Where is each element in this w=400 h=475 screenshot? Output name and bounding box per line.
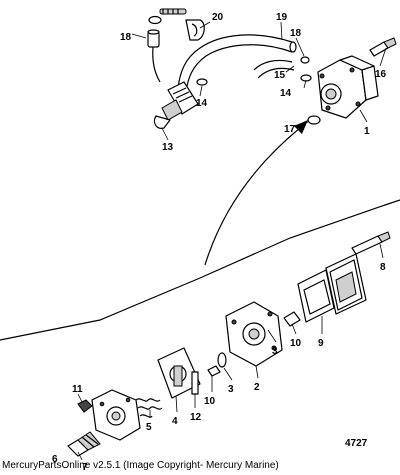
callout-5: 5 [146, 422, 152, 433]
callout-3-upper: 3 [272, 346, 278, 357]
callout-7: 7 [82, 462, 88, 473]
callout-10-lower: 10 [204, 396, 216, 407]
callout-17: 17 [284, 124, 296, 135]
callout-20: 20 [212, 12, 224, 23]
screw-10-upper [283, 311, 301, 327]
assembly-arrow [204, 120, 308, 266]
fitting-18-right [300, 56, 310, 64]
callout-11: 11 [72, 384, 83, 395]
gasket-9 [297, 269, 335, 323]
callout-15: 15 [274, 70, 286, 81]
fuel-hose [177, 34, 297, 93]
screw-10-lower [207, 365, 221, 377]
clamp-ring-14-left [196, 78, 208, 86]
screw-8 [351, 231, 391, 255]
screw-16 [369, 37, 397, 57]
pump-body-2 [225, 301, 283, 367]
fuel-filter-13 [153, 81, 199, 129]
callout-6: 6 [52, 454, 58, 465]
callout-4: 4 [172, 416, 178, 427]
callouts: 18 20 19 18 16 15 14 14 1 17 13 8 9 10 3… [52, 12, 387, 473]
callout-1: 1 [364, 126, 370, 137]
callout-16: 16 [375, 69, 387, 80]
figure-number: 4727 [345, 438, 368, 449]
nut-11 [77, 399, 93, 413]
callout-9: 9 [318, 338, 324, 349]
callout-12: 12 [190, 412, 202, 423]
diaphragm-plate-4 [157, 347, 201, 399]
fuel-pump-1 [317, 55, 379, 119]
callout-2: 2 [254, 382, 260, 393]
pin-12 [191, 371, 199, 395]
copyright-footer: MercuryPartsOnline v2.5.1 (Image Copyrig… [2, 460, 279, 471]
o-ring-17 [307, 115, 321, 125]
engine-outline [0, 199, 400, 341]
callout-14-right: 14 [280, 88, 292, 99]
callout-13: 13 [162, 142, 174, 153]
callout-19: 19 [276, 12, 288, 23]
callout-3-lower: 3 [228, 384, 234, 395]
callout-18-left: 18 [120, 32, 132, 43]
fitting-7 [67, 431, 101, 457]
cover-8 [325, 253, 367, 315]
callout-8: 8 [380, 262, 386, 273]
callout-14-left: 14 [196, 98, 208, 109]
callout-10-upper: 10 [290, 338, 302, 349]
fitting-18-left [147, 29, 161, 83]
callout-18-right: 18 [290, 28, 302, 39]
valve-body-6 [91, 389, 141, 441]
spring-5 [135, 398, 163, 418]
check-valve-3-lower [217, 352, 227, 368]
leader-lines [77, 21, 387, 461]
clamp-20 [159, 8, 205, 41]
tie-wrap-ring [148, 15, 162, 25]
